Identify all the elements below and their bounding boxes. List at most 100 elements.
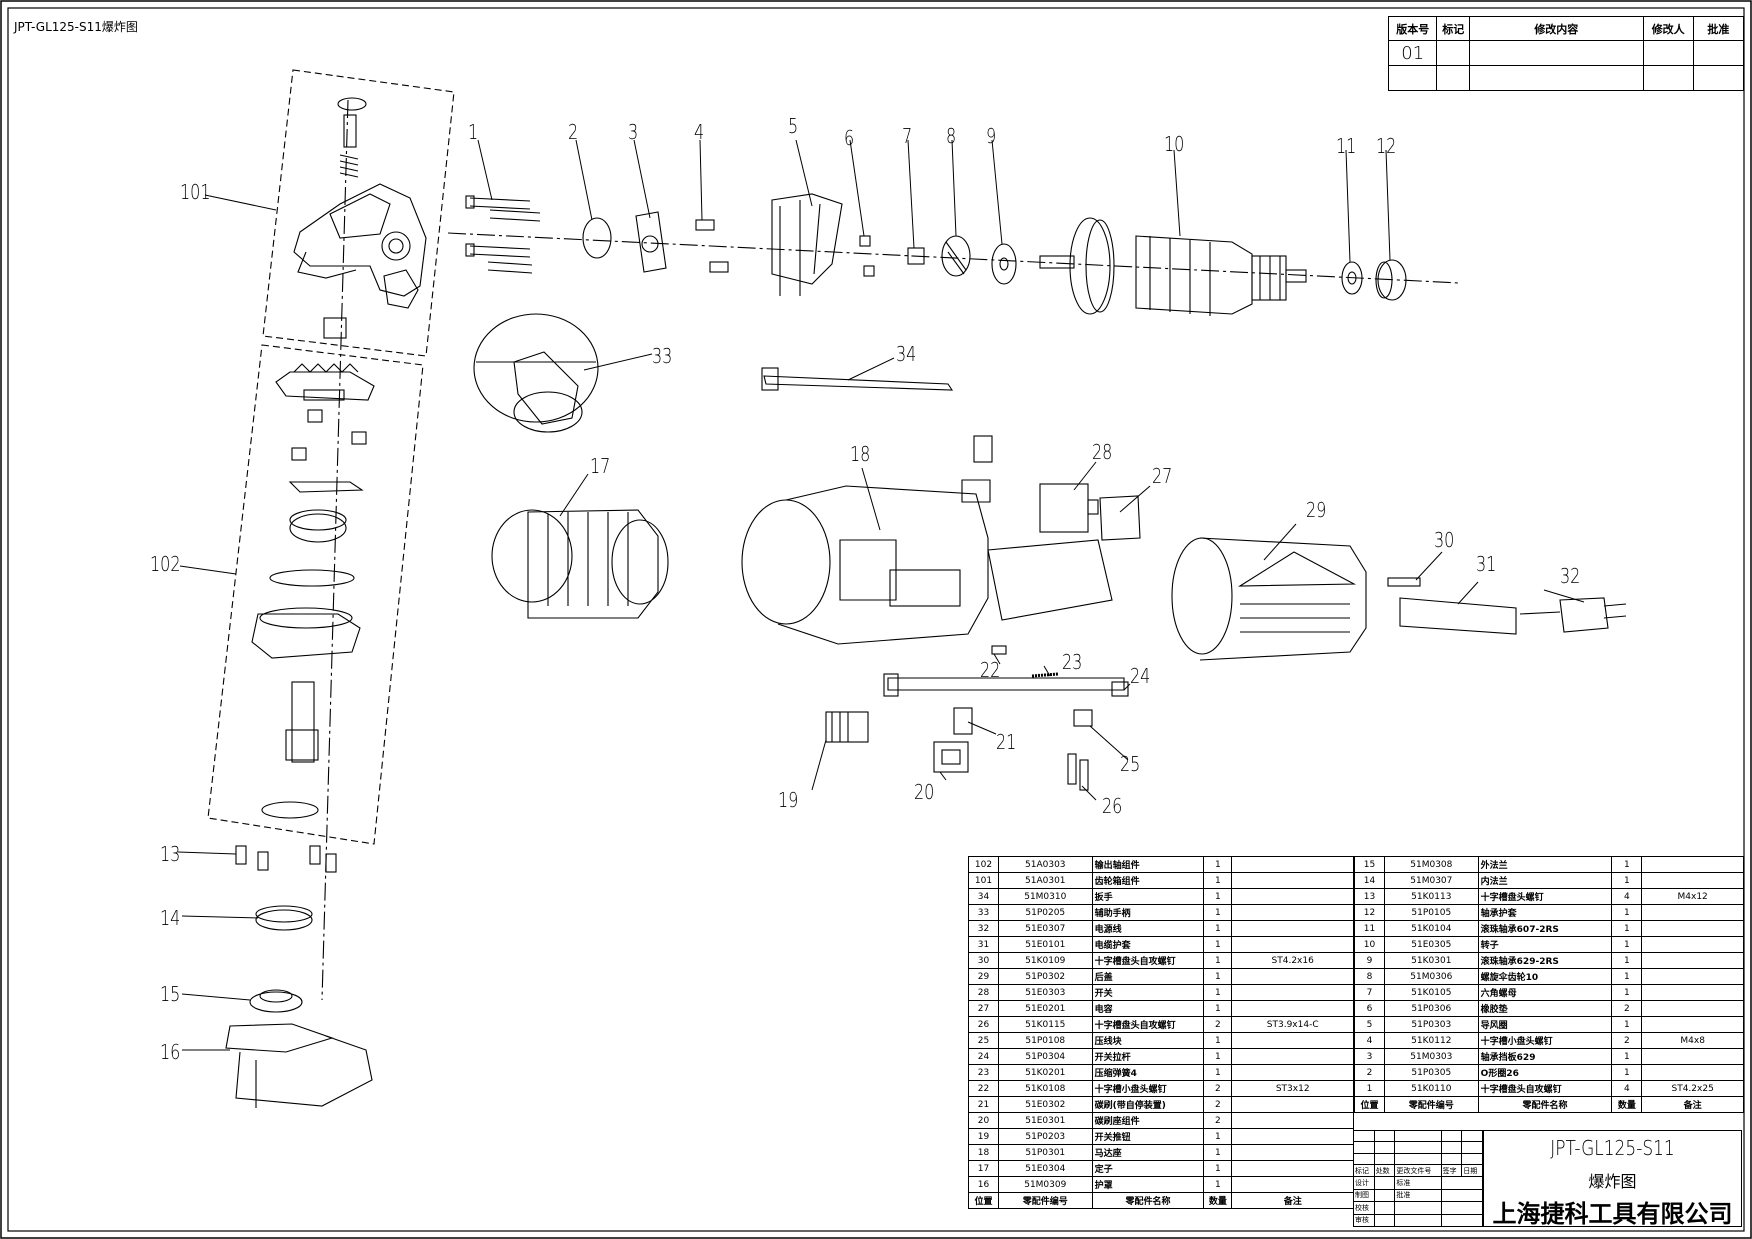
bom-remark (1231, 920, 1354, 937)
bom-part-name: 输出轴组件 (1091, 856, 1205, 873)
bom-position: 13 (1354, 888, 1385, 905)
bom-quantity: 1 (1203, 1144, 1233, 1161)
bom-part-name: 十字槽小盘头螺钉 (1477, 1032, 1613, 1049)
callout-19: 19 (778, 788, 799, 812)
bom-position: 34 (968, 888, 999, 905)
bom-remark (1641, 920, 1744, 937)
bom-quantity: 1 (1203, 968, 1233, 985)
bom-remark (1231, 936, 1354, 953)
fan-baffle-5 (771, 193, 843, 296)
bom-part-number: 51M0310 (997, 888, 1093, 905)
bom-position: 27 (968, 1000, 999, 1017)
bom-header-cell: 零配件名称 (1091, 1192, 1205, 1209)
brush-holder-20 (933, 741, 969, 773)
bom-part-number: 51M0306 (1383, 968, 1479, 985)
bom-part-name: 开关推钮 (1091, 1128, 1205, 1145)
bom-part-number: 51K0109 (997, 952, 1093, 969)
callout-7: 7 (902, 124, 913, 148)
drawing-code: JPT-GL125-S11 (1550, 1136, 1675, 1160)
bom-quantity: 1 (1611, 1016, 1643, 1033)
callout-30: 30 (1434, 528, 1455, 552)
callout-26: 26 (1102, 794, 1123, 818)
bom-part-name: 橡胶垫 (1477, 1000, 1613, 1017)
title-block-main (1483, 1130, 1742, 1227)
bom-remark: ST4.2x25 (1641, 1080, 1744, 1097)
bom-remark (1231, 1112, 1354, 1129)
callout-34: 34 (896, 342, 917, 366)
bom-part-name: 导风圈 (1477, 1016, 1613, 1033)
bom-remark (1641, 952, 1744, 969)
bom-quantity: 1 (1203, 872, 1233, 889)
bom-header-row: 位置零配件编号零配件名称数量备注 (1354, 1096, 1744, 1113)
bom-position: 8 (1354, 968, 1385, 985)
tb-label-mark: 标记 (1353, 1163, 1375, 1178)
bom-part-name: 电源线 (1091, 920, 1205, 937)
callout-33: 33 (652, 344, 673, 368)
bom-position: 6 (1354, 1000, 1385, 1017)
callout-32: 32 (1560, 564, 1581, 588)
o-ring-2 (582, 217, 612, 259)
bom-position: 15 (1354, 856, 1385, 873)
bom-part-name: 六角螺母 (1477, 984, 1613, 1001)
bom-quantity: 1 (1611, 1048, 1643, 1065)
leader-lines (177, 139, 1585, 1051)
gearbox-assembly (293, 97, 427, 339)
group-box-102 (207, 344, 424, 845)
bom-position: 26 (968, 1016, 999, 1033)
bom-part-name: 后盖 (1091, 968, 1205, 985)
bom-part-name: 转子 (1477, 936, 1613, 953)
bom-position: 29 (968, 968, 999, 985)
callout-101: 101 (180, 180, 211, 204)
bom-quantity: 1 (1611, 968, 1643, 985)
bom-remark (1641, 904, 1744, 921)
bom-quantity: 1 (1203, 936, 1233, 953)
bom-part-number: 51K0301 (1383, 952, 1479, 969)
auxiliary-handle-33 (473, 313, 599, 433)
bom-remark (1641, 1000, 1744, 1017)
bom-quantity: 1 (1611, 1064, 1643, 1081)
bom-remark (1231, 968, 1354, 985)
bom-remark (1641, 1048, 1744, 1065)
bom-part-number: 51K0104 (1383, 920, 1479, 937)
tb-label-review: 审核 (1353, 1213, 1375, 1228)
bom-part-number: 51P0303 (1383, 1016, 1479, 1033)
drawing-name: 爆炸图 (1588, 1172, 1637, 1191)
bom-remark (1231, 872, 1354, 889)
motor-housing-18 (741, 435, 1113, 645)
bom-part-name: 马达座 (1091, 1144, 1205, 1161)
bom-part-name: 碳刷(带自停装置) (1091, 1096, 1205, 1113)
bom-remark: M4x12 (1641, 888, 1744, 905)
tb-label-count: 处数 (1373, 1163, 1396, 1178)
rev-header-modifier: 修改人 (1642, 16, 1694, 41)
bom-part-number: 51K0110 (1383, 1080, 1479, 1097)
callout-25: 25 (1120, 752, 1141, 776)
rev-header-mark: 标记 (1436, 16, 1471, 41)
screws-13 (235, 845, 337, 873)
bom-part-name: O形圈26 (1477, 1064, 1613, 1081)
bom-part-number: 51P0205 (997, 904, 1093, 921)
bom-part-number: 51K0201 (997, 1064, 1093, 1081)
callout-23: 23 (1062, 650, 1083, 674)
bom-part-name: 齿轮箱组件 (1091, 872, 1205, 889)
callout-14: 14 (160, 906, 181, 930)
callout-21: 21 (996, 730, 1017, 754)
bom-position: 101 (968, 872, 999, 889)
rev-header-content: 修改内容 (1469, 16, 1644, 41)
cable-clamp-25 (1073, 709, 1093, 727)
bom-remark (1641, 984, 1744, 1001)
bearing-sleeve-12 (1375, 259, 1407, 301)
callout-31: 31 (1476, 552, 1497, 576)
bom-part-number: 51M0307 (1383, 872, 1479, 889)
